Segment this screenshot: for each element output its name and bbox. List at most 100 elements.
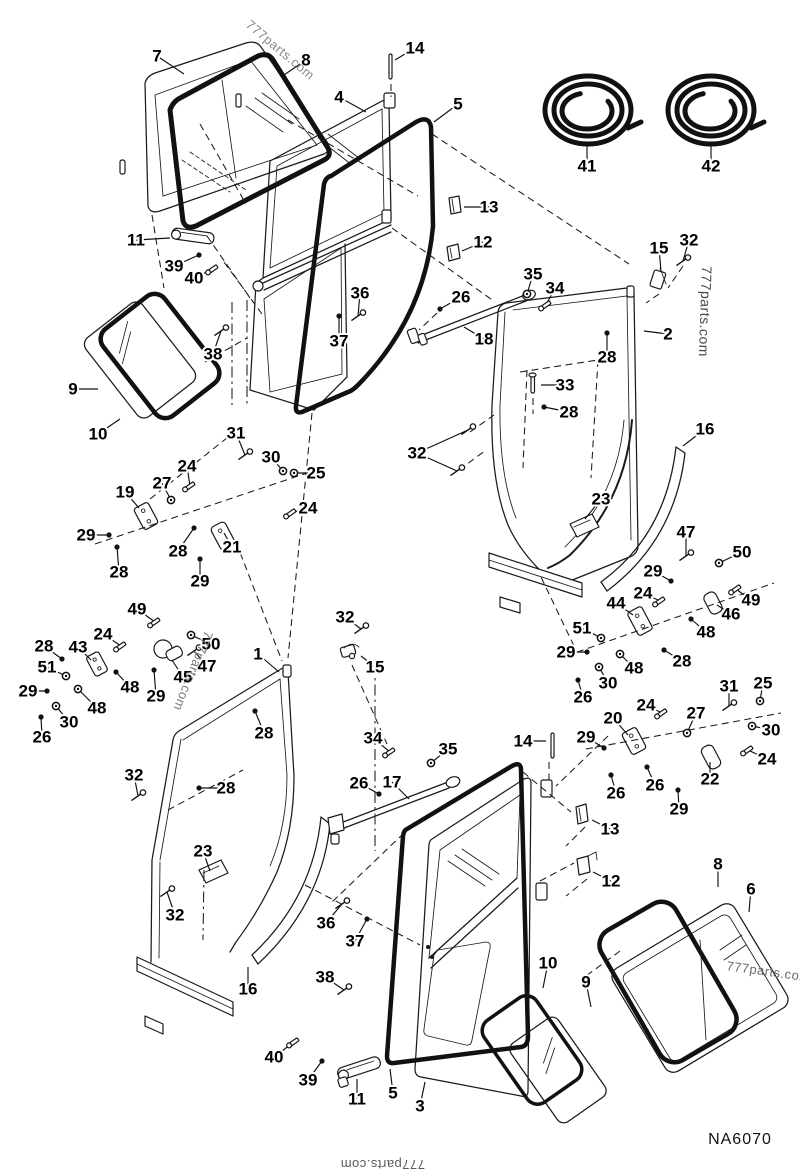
- part-number-label: 9: [68, 380, 77, 399]
- part-number-label: 24: [94, 625, 113, 644]
- bolt-icon: [538, 300, 552, 312]
- clip-13-top: [448, 195, 462, 215]
- part-number-label: 31: [720, 677, 739, 696]
- leader-line: [585, 981, 592, 1008]
- leader-line: [97, 418, 121, 435]
- bolt-icon: [382, 747, 396, 759]
- part-number-label: 44: [607, 594, 626, 613]
- fastener-dot: [688, 616, 694, 622]
- part-number-label: 49: [742, 591, 761, 610]
- pin-14-bottom: [550, 732, 555, 759]
- bolt-icon: [147, 617, 161, 629]
- part-number-label: 31: [227, 424, 246, 443]
- part-number-label: 23: [592, 490, 611, 509]
- leader-line: [344, 616, 362, 630]
- leader-line: [135, 237, 171, 241]
- fastener-dot: [113, 669, 119, 675]
- leader-line: [592, 871, 612, 882]
- leader-line: [124, 491, 140, 509]
- leader-line: [585, 736, 605, 749]
- hinge-44: [627, 606, 653, 636]
- leader-line: [43, 645, 63, 660]
- leader-line: [419, 1081, 426, 1107]
- seal-8-top: [167, 52, 332, 230]
- part-number-label: 26: [350, 774, 369, 793]
- part-number-label: 5: [388, 1084, 397, 1103]
- part-number-label: 13: [480, 198, 499, 217]
- part-number-label: 15: [650, 239, 669, 258]
- fastener-dot: [191, 525, 197, 531]
- fastener-dot: [644, 764, 650, 770]
- part-number-label: 28: [110, 563, 129, 582]
- part-number-label: 51: [573, 619, 592, 638]
- fastener-dot: [319, 1058, 325, 1064]
- door-glass-seal-5-bottom: [384, 761, 531, 1066]
- fastener-dot: [601, 745, 607, 751]
- bolt-icon: [283, 508, 297, 520]
- leader-line: [645, 704, 663, 714]
- part-number-label: 9: [581, 973, 590, 992]
- wedge-23-right: [569, 513, 600, 538]
- window-frame-6: [611, 903, 789, 1073]
- part-number-label: 16: [696, 420, 715, 439]
- line-art: [83, 41, 789, 1124]
- part-number-label: 30: [762, 721, 781, 740]
- part-number-label: 48: [697, 623, 716, 642]
- part-number-label: 39: [299, 1071, 318, 1090]
- part-number-label: 32: [125, 766, 144, 785]
- fastener-dot: [252, 708, 258, 714]
- part-number-label: 5: [453, 95, 462, 114]
- part-number-label: 16: [239, 980, 258, 999]
- part-number-label: 28: [217, 779, 236, 798]
- window-channel-18: [406, 289, 536, 346]
- leader-line: [716, 604, 732, 615]
- part-number-label: 29: [77, 526, 96, 545]
- bolt-icon: [286, 1037, 300, 1049]
- glass-9-top: [83, 301, 197, 419]
- window-channel-17: [327, 776, 461, 845]
- part-number-label: 40: [265, 1048, 284, 1067]
- bolt-icon: [728, 584, 742, 596]
- diagram-code: NA6070: [708, 1131, 772, 1148]
- part-number-label: 48: [625, 659, 644, 678]
- part-number-label: 43: [69, 638, 88, 657]
- latch-15-top: [649, 269, 667, 290]
- leader-line: [610, 774, 617, 794]
- leader-line: [433, 103, 459, 123]
- part-number-label: 45: [174, 668, 193, 687]
- part-number-label: 49: [128, 600, 147, 619]
- part-number-label: 30: [599, 674, 618, 693]
- part-number-label: 30: [262, 448, 281, 467]
- part-number-label: 50: [202, 635, 221, 654]
- part-number-label: 29: [191, 572, 210, 591]
- screw-icon: [335, 897, 351, 910]
- leader-line: [461, 241, 484, 252]
- fastener-dot: [575, 677, 581, 683]
- part-number-label: 26: [646, 776, 665, 795]
- leader-line: [658, 247, 662, 272]
- leader-line: [591, 819, 611, 830]
- part-number-label: 24: [178, 457, 197, 476]
- part-number-label: 18: [475, 330, 494, 349]
- leader-line: [202, 850, 211, 872]
- fastener-dot: [661, 647, 667, 653]
- watermark: 777parts.com: [696, 266, 715, 357]
- part-number-label: 32: [336, 608, 355, 627]
- fastener-dot: [106, 532, 112, 538]
- part-number-label: 24: [299, 499, 318, 518]
- screw-icon: [450, 464, 466, 477]
- screw-icon: [131, 789, 147, 802]
- leader-line: [354, 918, 368, 942]
- part-number-label: 20: [604, 709, 623, 728]
- fastener-dot: [364, 916, 370, 922]
- part-number-label: 41: [578, 157, 597, 176]
- part-number-label: 33: [556, 376, 575, 395]
- leader-line: [173, 254, 200, 267]
- part-number-label: 32: [408, 444, 427, 463]
- leader-line: [254, 710, 265, 734]
- leader-line: [584, 498, 602, 520]
- part-number-label: 35: [524, 265, 543, 284]
- part-number-label: 36: [351, 284, 370, 303]
- leader-line: [748, 888, 752, 913]
- part-number-label: 23: [194, 842, 213, 861]
